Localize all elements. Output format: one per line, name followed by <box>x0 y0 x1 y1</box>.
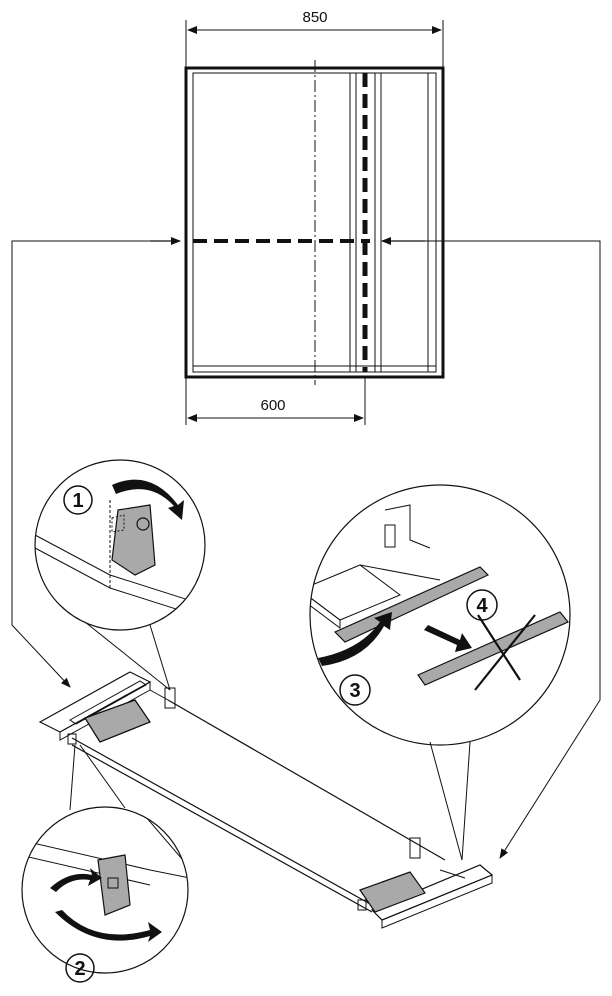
base-frame <box>38 671 494 929</box>
dimension-850: 850 <box>185 9 444 68</box>
clip-part <box>97 854 131 916</box>
dimension-600-label: 600 <box>260 397 285 414</box>
bracket-part <box>111 504 156 576</box>
step-2-label: 2 <box>74 958 85 980</box>
step-1-label: 1 <box>72 490 83 512</box>
leader-lines <box>11 240 601 859</box>
removed-bar-part <box>417 611 569 686</box>
rotate-arrow-icon <box>55 910 162 942</box>
right-foot-pad <box>359 871 426 913</box>
detail-step-2: 2 <box>21 744 189 983</box>
cross-icon <box>474 614 536 691</box>
detail-step-1: 1 <box>34 459 206 691</box>
slide-bar-part <box>333 566 490 643</box>
rotate-arrow-icon <box>318 612 392 666</box>
step-3-label: 3 <box>349 680 360 702</box>
dimension-600: 600 <box>185 377 366 425</box>
detail-step-3-4: 3 4 <box>309 484 571 861</box>
step-4-label: 4 <box>476 595 488 617</box>
push-arrow-icon <box>424 625 472 652</box>
top-view: 850 600 <box>150 9 445 425</box>
dimension-850-label: 850 <box>302 9 327 26</box>
rotate-arrow-icon <box>112 479 184 520</box>
